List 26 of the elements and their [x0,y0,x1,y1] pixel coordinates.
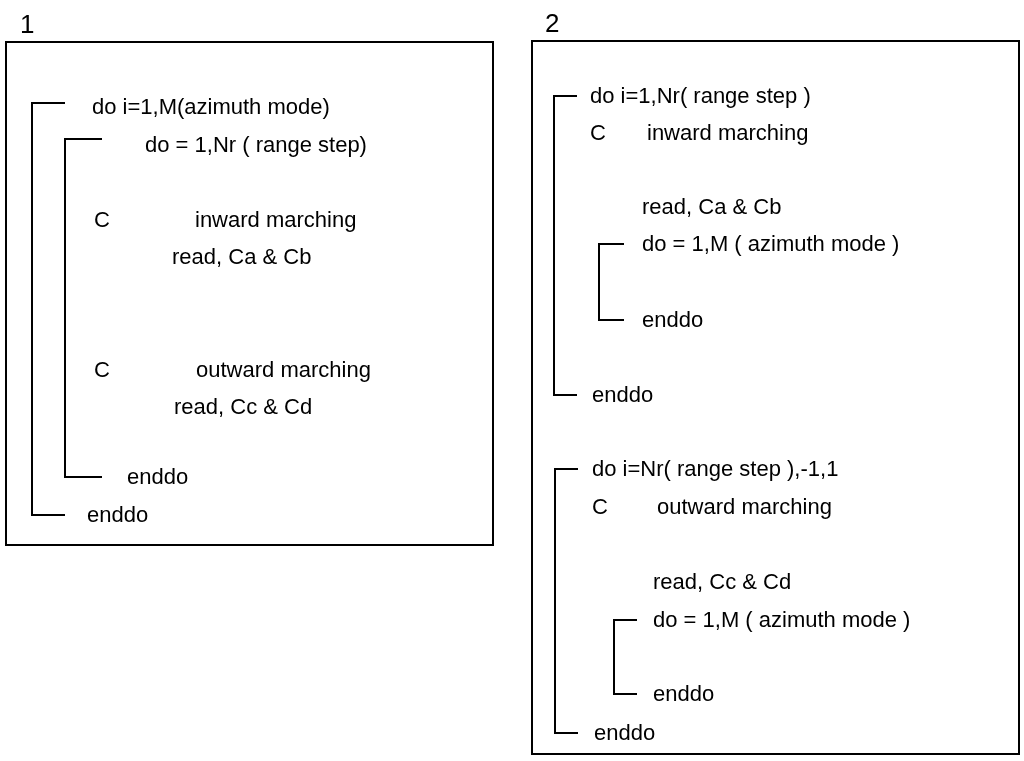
code-line: enddo [594,720,656,746]
panel-number: 1 [20,9,35,39]
code-line: enddo [653,681,715,707]
code-line: outward marching [657,494,832,520]
code-line: do = 1,Nr ( range step) [145,132,367,158]
code-line: C [590,120,606,146]
code-line: enddo [642,307,704,333]
code-line: do i=Nr( range step ),-1,1 [592,456,839,482]
code-line: read, Cc & Cd [653,569,792,595]
code-line: inward marching [647,120,809,146]
code-line: inward marching [195,207,357,233]
code-line: read, Ca & Cb [642,194,782,220]
code-line: outward marching [196,357,371,383]
code-line: C [592,494,608,520]
code-line: enddo [87,502,149,528]
code-line: C [94,357,110,383]
code-line: do i=1,Nr( range step ) [590,83,811,109]
panel-number: 2 [545,8,560,38]
code-line: enddo [592,382,654,408]
code-line: do i=1,M(azimuth mode) [92,94,330,120]
code-line: read, Cc & Cd [174,394,313,420]
code-line: enddo [127,464,189,490]
code-line: read, Ca & Cb [172,244,312,270]
code-line: do = 1,M ( azimuth mode ) [642,231,900,257]
code-line: do = 1,M ( azimuth mode ) [653,607,911,633]
code-line: C [94,207,110,233]
